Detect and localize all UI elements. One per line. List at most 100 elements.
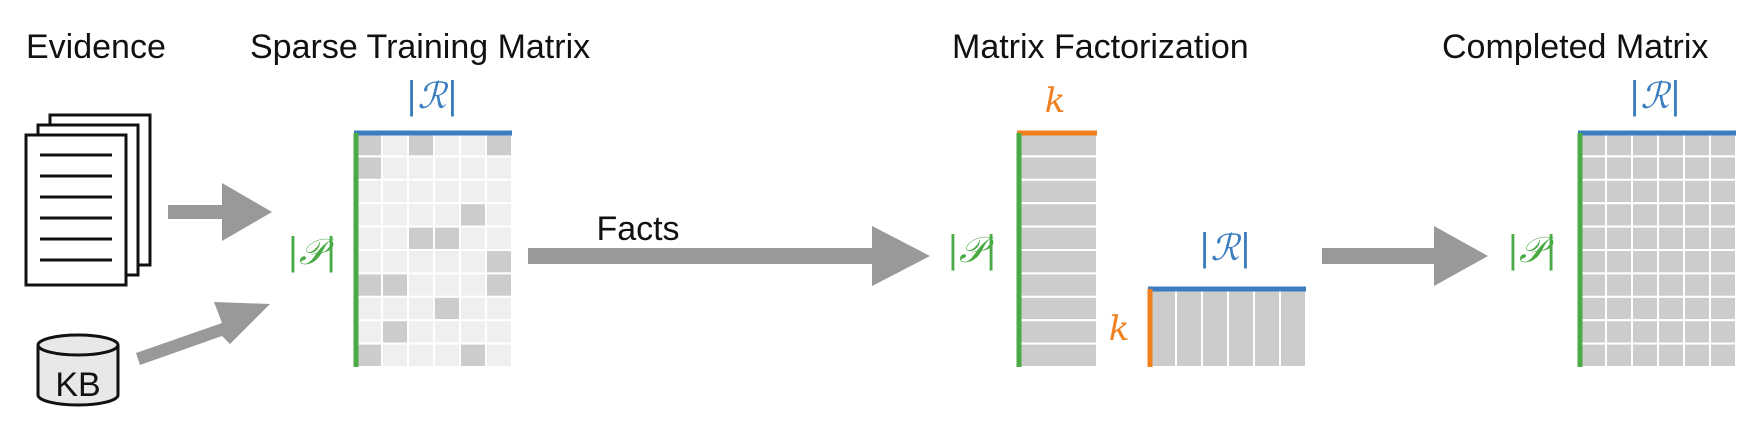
completed-cell: [1631, 155, 1659, 181]
title-sparse-training-matrix: Sparse Training Matrix: [250, 28, 590, 66]
factor-r-cell: [1175, 288, 1203, 368]
completed-cell: [1605, 249, 1633, 275]
completed-cell: [1631, 272, 1659, 298]
completed-cell: [1579, 295, 1607, 322]
sparse-cell: [433, 155, 461, 181]
completed-cell: [1631, 225, 1659, 252]
completed-cell: [1579, 178, 1607, 205]
sparse-cell: [381, 132, 409, 158]
factor-r-cell: [1227, 288, 1255, 368]
completed-cell: [1631, 178, 1659, 205]
sparse-cell: [407, 225, 435, 252]
completed-cell: [1709, 249, 1737, 275]
completed-cell: [1709, 202, 1737, 228]
sparse-cell: [381, 202, 409, 228]
factor-r-cell: [1149, 288, 1177, 368]
kb-label: KB: [55, 366, 100, 404]
sparse-cell: [433, 225, 461, 252]
completed-cell: [1605, 132, 1633, 158]
completed-cell: [1709, 272, 1737, 298]
pair-factor-matrix: [1016, 130, 1098, 369]
relation-factor-matrix: [1147, 286, 1307, 368]
factor-p-cell: [1018, 295, 1098, 322]
sparse-cell: [355, 272, 383, 298]
completed-cell: [1657, 202, 1685, 228]
sparse-cell: [433, 202, 461, 228]
sparse-cell: [459, 272, 487, 298]
factor-p-cell: [1018, 155, 1098, 181]
completed-cell: [1683, 202, 1711, 228]
sparse-pairs-label: |𝒫|: [287, 232, 337, 273]
sparse-relations-label: |ℛ|: [406, 76, 459, 117]
completed-cell: [1631, 249, 1659, 275]
completed-pairs-label: |𝒫|: [1507, 230, 1557, 271]
completed-cell: [1683, 272, 1711, 298]
completed-cell: [1657, 342, 1685, 369]
sparse-cell: [459, 225, 487, 252]
sparse-cell: [459, 342, 487, 369]
factor-r-cell: [1253, 288, 1281, 368]
completed-cell: [1605, 319, 1633, 345]
factor-p-cell: [1018, 342, 1098, 369]
title-completed-matrix: Completed Matrix: [1442, 28, 1708, 66]
sparse-cell: [459, 295, 487, 322]
completed-cell: [1657, 319, 1685, 345]
sparse-cell: [355, 132, 383, 158]
completed-cell: [1683, 132, 1711, 158]
sparse-training-matrix: [353, 130, 513, 369]
completed-cell: [1579, 202, 1607, 228]
completed-cell: [1657, 178, 1685, 205]
completed-cell: [1657, 249, 1685, 275]
sparse-cell: [355, 342, 383, 369]
completed-cell: [1683, 295, 1711, 322]
sparse-cell: [381, 295, 409, 322]
completed-cell: [1605, 155, 1633, 181]
completed-cell: [1709, 225, 1737, 252]
sparse-cell: [459, 202, 487, 228]
factor-r-cell: [1279, 288, 1307, 368]
factor-k-top-label: k: [1045, 81, 1066, 121]
sparse-cell: [355, 202, 383, 228]
completed-cell: [1683, 319, 1711, 345]
sparse-cell: [355, 225, 383, 252]
sparse-cell: [355, 249, 383, 275]
sparse-cell: [381, 319, 409, 345]
completed-cell: [1579, 155, 1607, 181]
sparse-cell: [381, 225, 409, 252]
sparse-cell: [407, 155, 435, 181]
completed-cell: [1579, 272, 1607, 298]
title-matrix-factorization: Matrix Factorization: [952, 28, 1249, 66]
sparse-cell: [433, 342, 461, 369]
sparse-cell: [485, 295, 513, 322]
completed-cell: [1579, 225, 1607, 252]
sparse-cell: [485, 178, 513, 205]
sparse-cell: [407, 132, 435, 158]
completion-arrow: [1322, 226, 1488, 286]
completed-cell: [1579, 319, 1607, 345]
factor-p-cell: [1018, 178, 1098, 205]
factor-p-cell: [1018, 319, 1098, 345]
completed-cell: [1579, 342, 1607, 369]
completed-cell: [1579, 249, 1607, 275]
sparse-cell: [381, 155, 409, 181]
sparse-cell: [485, 225, 513, 252]
sparse-cell: [433, 319, 461, 345]
completed-cell: [1683, 342, 1711, 369]
completed-cell: [1631, 342, 1659, 369]
factor-k-side-label: k: [1109, 309, 1130, 349]
sparse-cell: [485, 155, 513, 181]
sparse-cell: [485, 319, 513, 345]
sparse-cell: [485, 202, 513, 228]
completed-cell: [1683, 225, 1711, 252]
sparse-cell: [433, 272, 461, 298]
sparse-cell: [355, 319, 383, 345]
completed-matrix: [1577, 130, 1737, 369]
sparse-cell: [433, 295, 461, 322]
sparse-cell: [459, 155, 487, 181]
sparse-cell: [459, 178, 487, 205]
sparse-cell: [485, 249, 513, 275]
sparse-cell: [355, 155, 383, 181]
sparse-cell: [407, 202, 435, 228]
completed-cell: [1631, 295, 1659, 322]
